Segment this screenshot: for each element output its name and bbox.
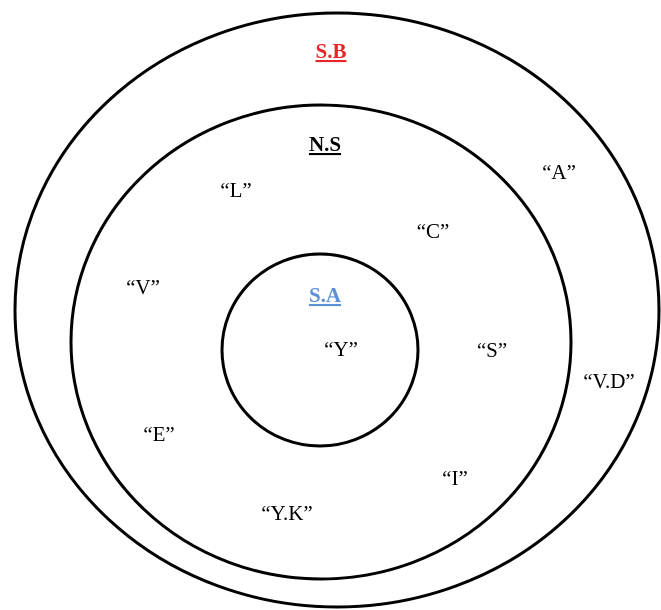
inner-set-title: S.A xyxy=(309,283,342,307)
outer-set-title: S.B xyxy=(316,39,347,63)
middle-member-l: “L” xyxy=(220,178,251,202)
inner-set-circle xyxy=(220,252,420,448)
outer-member-vd: “V.D” xyxy=(583,369,635,393)
middle-member-yk: “Y.K” xyxy=(261,501,313,525)
middle-member-s: “S” xyxy=(477,338,507,362)
middle-member-v: “V” xyxy=(126,275,160,299)
middle-set-title: N.S xyxy=(309,132,341,156)
middle-set-circle xyxy=(69,103,573,581)
middle-member-c: “C” xyxy=(417,219,450,243)
outer-member-a: “A” xyxy=(542,160,576,184)
middle-member-e: “E” xyxy=(143,422,174,446)
inner-member-y: “Y” xyxy=(324,337,358,361)
outer-set-circle xyxy=(13,11,661,609)
middle-member-i: “I” xyxy=(442,466,468,490)
